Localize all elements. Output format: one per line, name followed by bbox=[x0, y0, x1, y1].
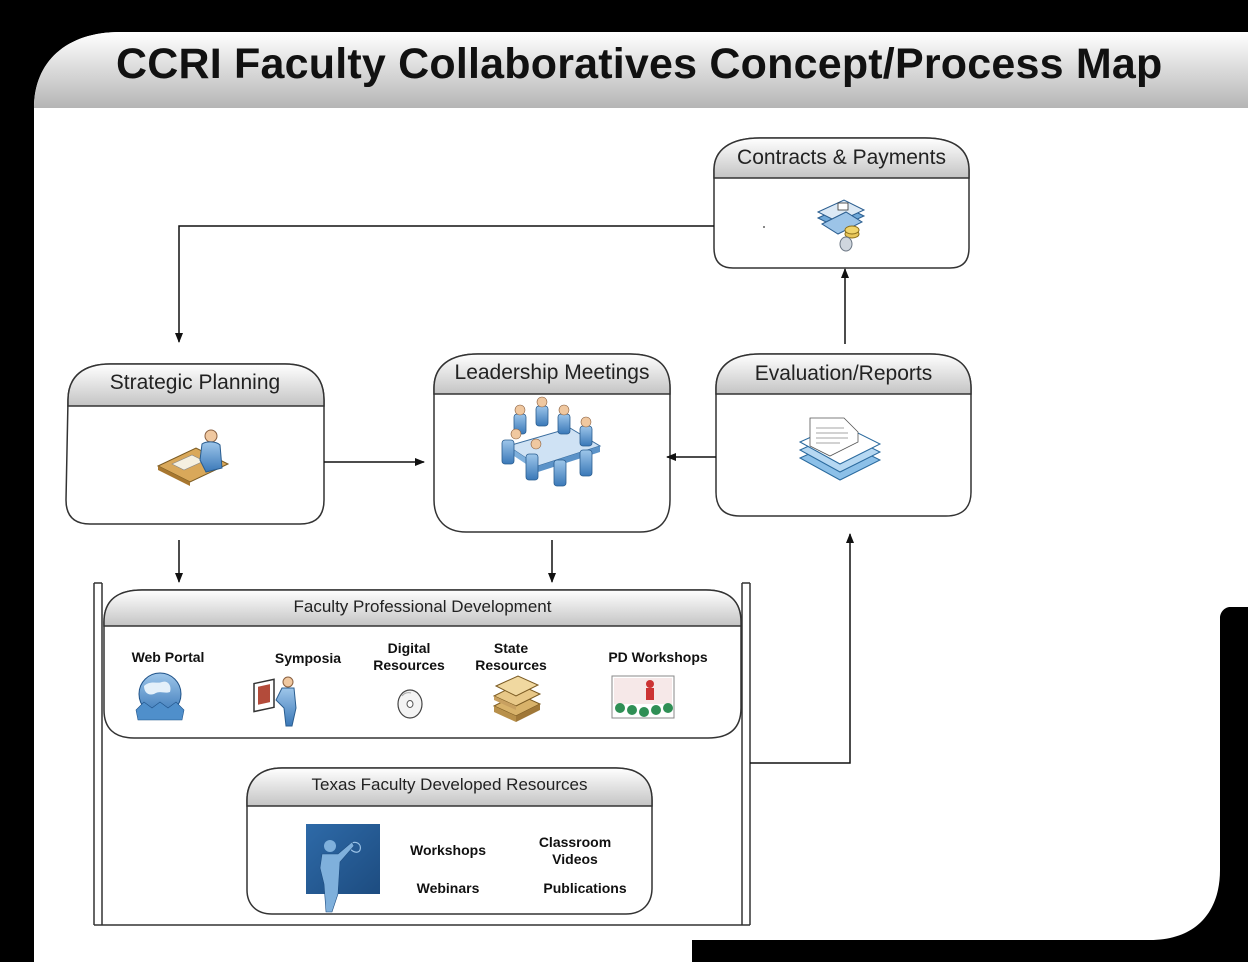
texas-item-classroom-videos: Classroom Videos bbox=[525, 834, 625, 868]
pd-item-state-line2: Resources bbox=[475, 657, 547, 673]
person-at-desk-icon bbox=[156, 429, 230, 486]
globe-icon bbox=[135, 672, 185, 721]
small-dot bbox=[763, 226, 765, 228]
workshop-audience-icon bbox=[611, 675, 675, 719]
node-label-contracts: Contracts & Payments bbox=[737, 146, 946, 169]
texas-resources-label: Texas Faculty Developed Resources bbox=[311, 775, 588, 794]
texas-item-classroom-line1: Classroom bbox=[538, 834, 612, 850]
title-banner bbox=[34, 32, 1248, 108]
pd-item-symposia: Symposia bbox=[274, 650, 342, 666]
faculty-pd-label: Faculty Professional Development bbox=[293, 597, 552, 616]
documents-coins-icon bbox=[816, 199, 866, 252]
book-stack-icon bbox=[492, 675, 542, 722]
texas-item-workshops: Workshops bbox=[410, 842, 486, 858]
pd-item-web-portal: Web Portal bbox=[131, 649, 205, 665]
arrow-container-to-evaluation bbox=[750, 533, 854, 764]
texas-item-webinars: Webinars bbox=[416, 880, 480, 896]
node-label-evaluation: Evaluation/Reports bbox=[754, 362, 933, 385]
page-title: CCRI Faculty Collaboratives Concept/Proc… bbox=[116, 40, 1163, 88]
node-strategic-planning bbox=[65, 363, 325, 525]
texas-item-classroom-line2: Videos bbox=[552, 851, 598, 867]
node-label-leadership: Leadership Meetings bbox=[454, 361, 650, 384]
pd-item-state-resources: State Resources bbox=[461, 640, 561, 674]
document-stack-icon bbox=[798, 417, 882, 481]
pd-item-digital-resources: Digital Resources bbox=[359, 640, 459, 674]
pd-item-pd-workshops: PD Workshops bbox=[608, 649, 708, 665]
presenter-icon bbox=[253, 676, 297, 727]
teacher-at-board-icon bbox=[306, 824, 380, 913]
resource-container bbox=[93, 582, 751, 926]
pd-item-state-line1: State bbox=[493, 640, 529, 656]
disc-icon bbox=[397, 689, 423, 719]
meeting-table-icon bbox=[501, 396, 602, 487]
node-label-strategic: Strategic Planning bbox=[109, 371, 281, 394]
texas-item-publications: Publications bbox=[543, 880, 627, 896]
pd-item-digital-line1: Digital bbox=[387, 640, 431, 656]
arrow-contracts-to-strategic bbox=[175, 225, 714, 343]
pd-item-digital-line2: Resources bbox=[373, 657, 445, 673]
